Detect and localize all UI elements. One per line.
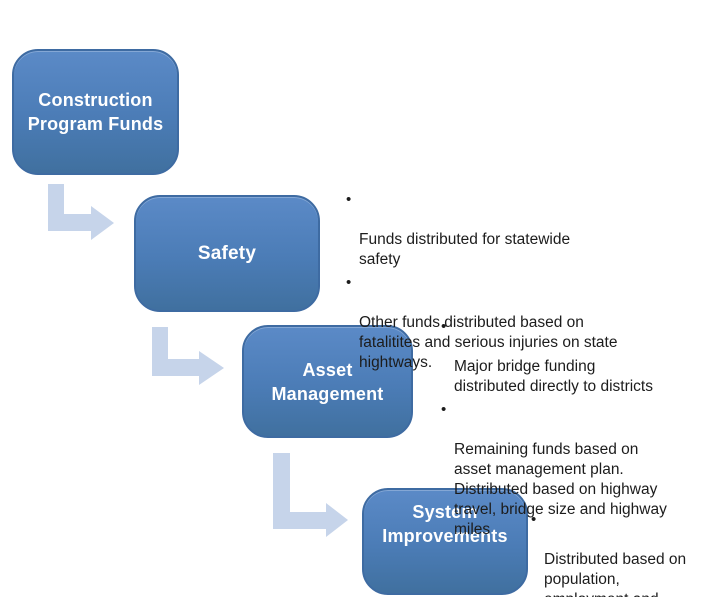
node-construction-program-funds: Construction Program Funds: [12, 49, 179, 175]
node-asset-management: Asset Management: [242, 325, 413, 438]
elbow-arrow-construction-to-safety: [48, 184, 114, 240]
safety-bullet-list: • Funds distributed for statewide safety…: [344, 190, 674, 376]
bullet-dot-icon: •: [531, 511, 537, 528]
bullet-text: Remaining funds based on asset managemen…: [454, 441, 667, 538]
bullet-item: • Funds distributed for statewide safety: [344, 190, 674, 270]
elbow-arrow-safety-to-asset: [152, 327, 224, 385]
bullet-item: • Other funds distributed based on fatal…: [344, 273, 674, 373]
bullet-dot-icon: •: [346, 274, 352, 291]
node-system-improvements: System Improvements: [362, 488, 528, 595]
bullet-text: Funds distributed for statewide safety: [359, 231, 571, 268]
system-improvements-bullet-list: • Distributed based on population, emplo…: [529, 510, 704, 597]
bullet-item: • Distributed based on population, emplo…: [529, 510, 704, 597]
bullet-item: • Major bridge funding distributed direc…: [439, 317, 704, 397]
bullet-text: Other funds distributed based on fatalit…: [359, 314, 618, 371]
bullet-dot-icon: •: [441, 401, 447, 418]
elbow-arrow-asset-to-system: [273, 453, 348, 537]
node-safety: Safety: [134, 195, 320, 312]
bullet-text: Major bridge funding distributed directl…: [454, 358, 653, 395]
bullet-dot-icon: •: [346, 191, 352, 208]
bullet-item: • Remaining funds based on asset managem…: [439, 400, 704, 540]
bullet-text: Distributed based on population, employm…: [544, 551, 687, 597]
bullet-dot-icon: •: [441, 318, 447, 335]
asset-management-bullet-list: • Major bridge funding distributed direc…: [439, 317, 704, 543]
